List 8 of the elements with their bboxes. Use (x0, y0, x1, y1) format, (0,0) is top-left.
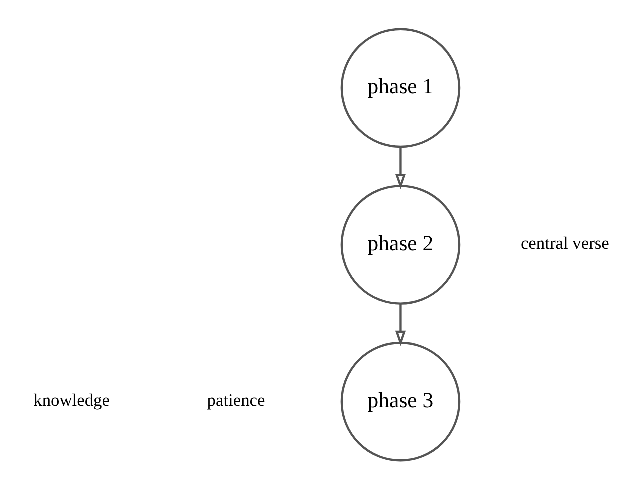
label: knowledge (34, 389, 110, 410)
node-circle: phase 3 (340, 341, 461, 462)
node-circle: phase 2 (340, 184, 461, 304)
label: patience (207, 389, 266, 410)
node-circle: phase 1 (340, 28, 461, 148)
arrow (395, 304, 406, 346)
label: central verse (520, 232, 610, 253)
arrow (395, 146, 406, 189)
